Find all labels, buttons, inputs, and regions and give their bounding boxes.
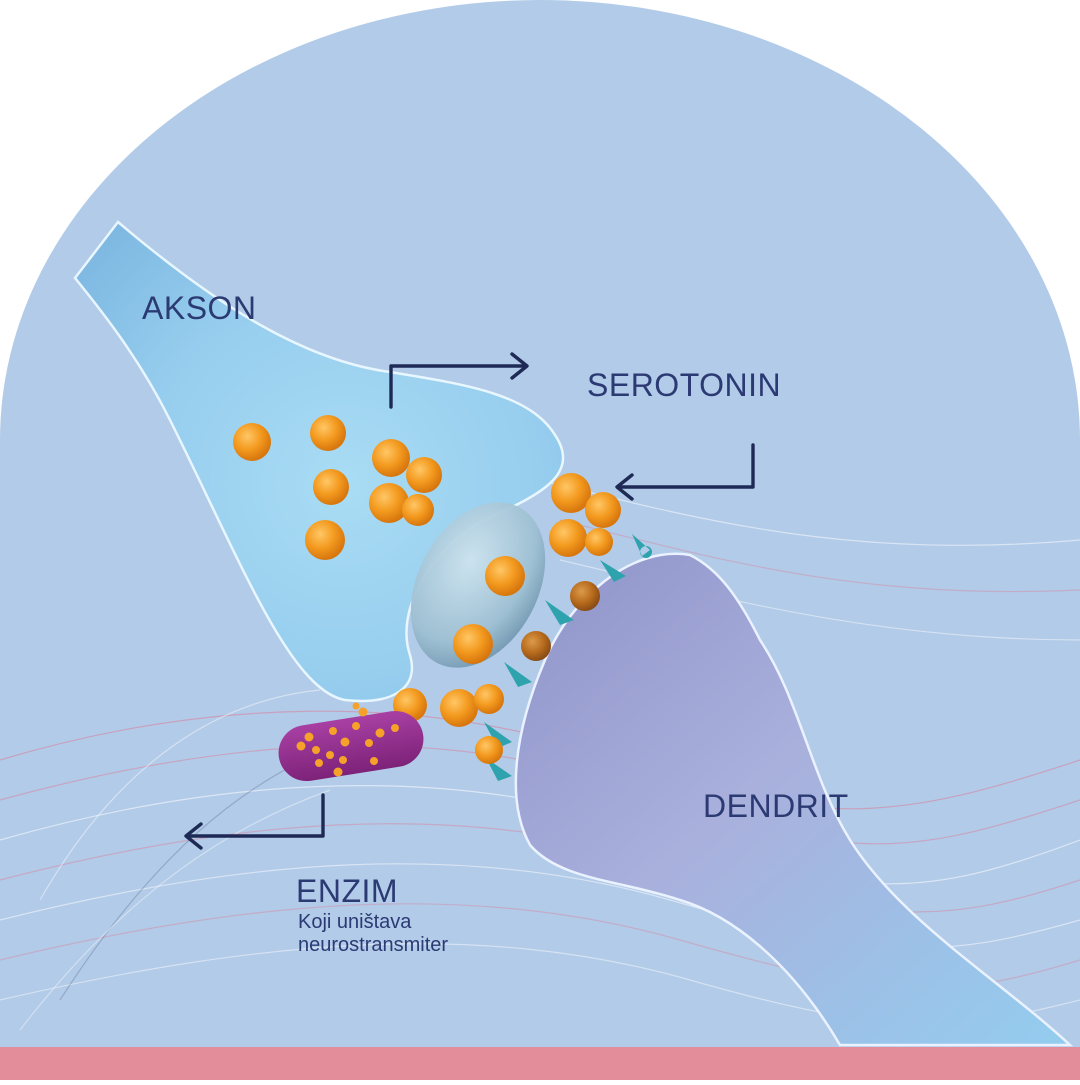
axon-label: AKSON [142,290,257,326]
enzyme-description-line: Koji uništava [298,911,412,933]
arrow-left-icon [615,443,755,501]
serotonin-molecules [233,415,621,764]
receptors [484,534,653,781]
serotonin-label: SEROTONIN [587,367,782,403]
axon-terminal-opening [410,502,546,668]
enzyme-description: Koji uništava neurostransmiter [298,911,558,957]
enzyme-label: ENZIM [296,873,399,909]
enzyme [278,702,424,782]
bottom-band [0,1047,1080,1080]
arrow-left-icon [184,793,325,850]
dendrite-label: DENDRIT [703,788,849,824]
enzyme-description-line: neurostransmiter [298,934,449,956]
arch-background [0,0,1080,1047]
arrow-right-icon [389,352,529,409]
